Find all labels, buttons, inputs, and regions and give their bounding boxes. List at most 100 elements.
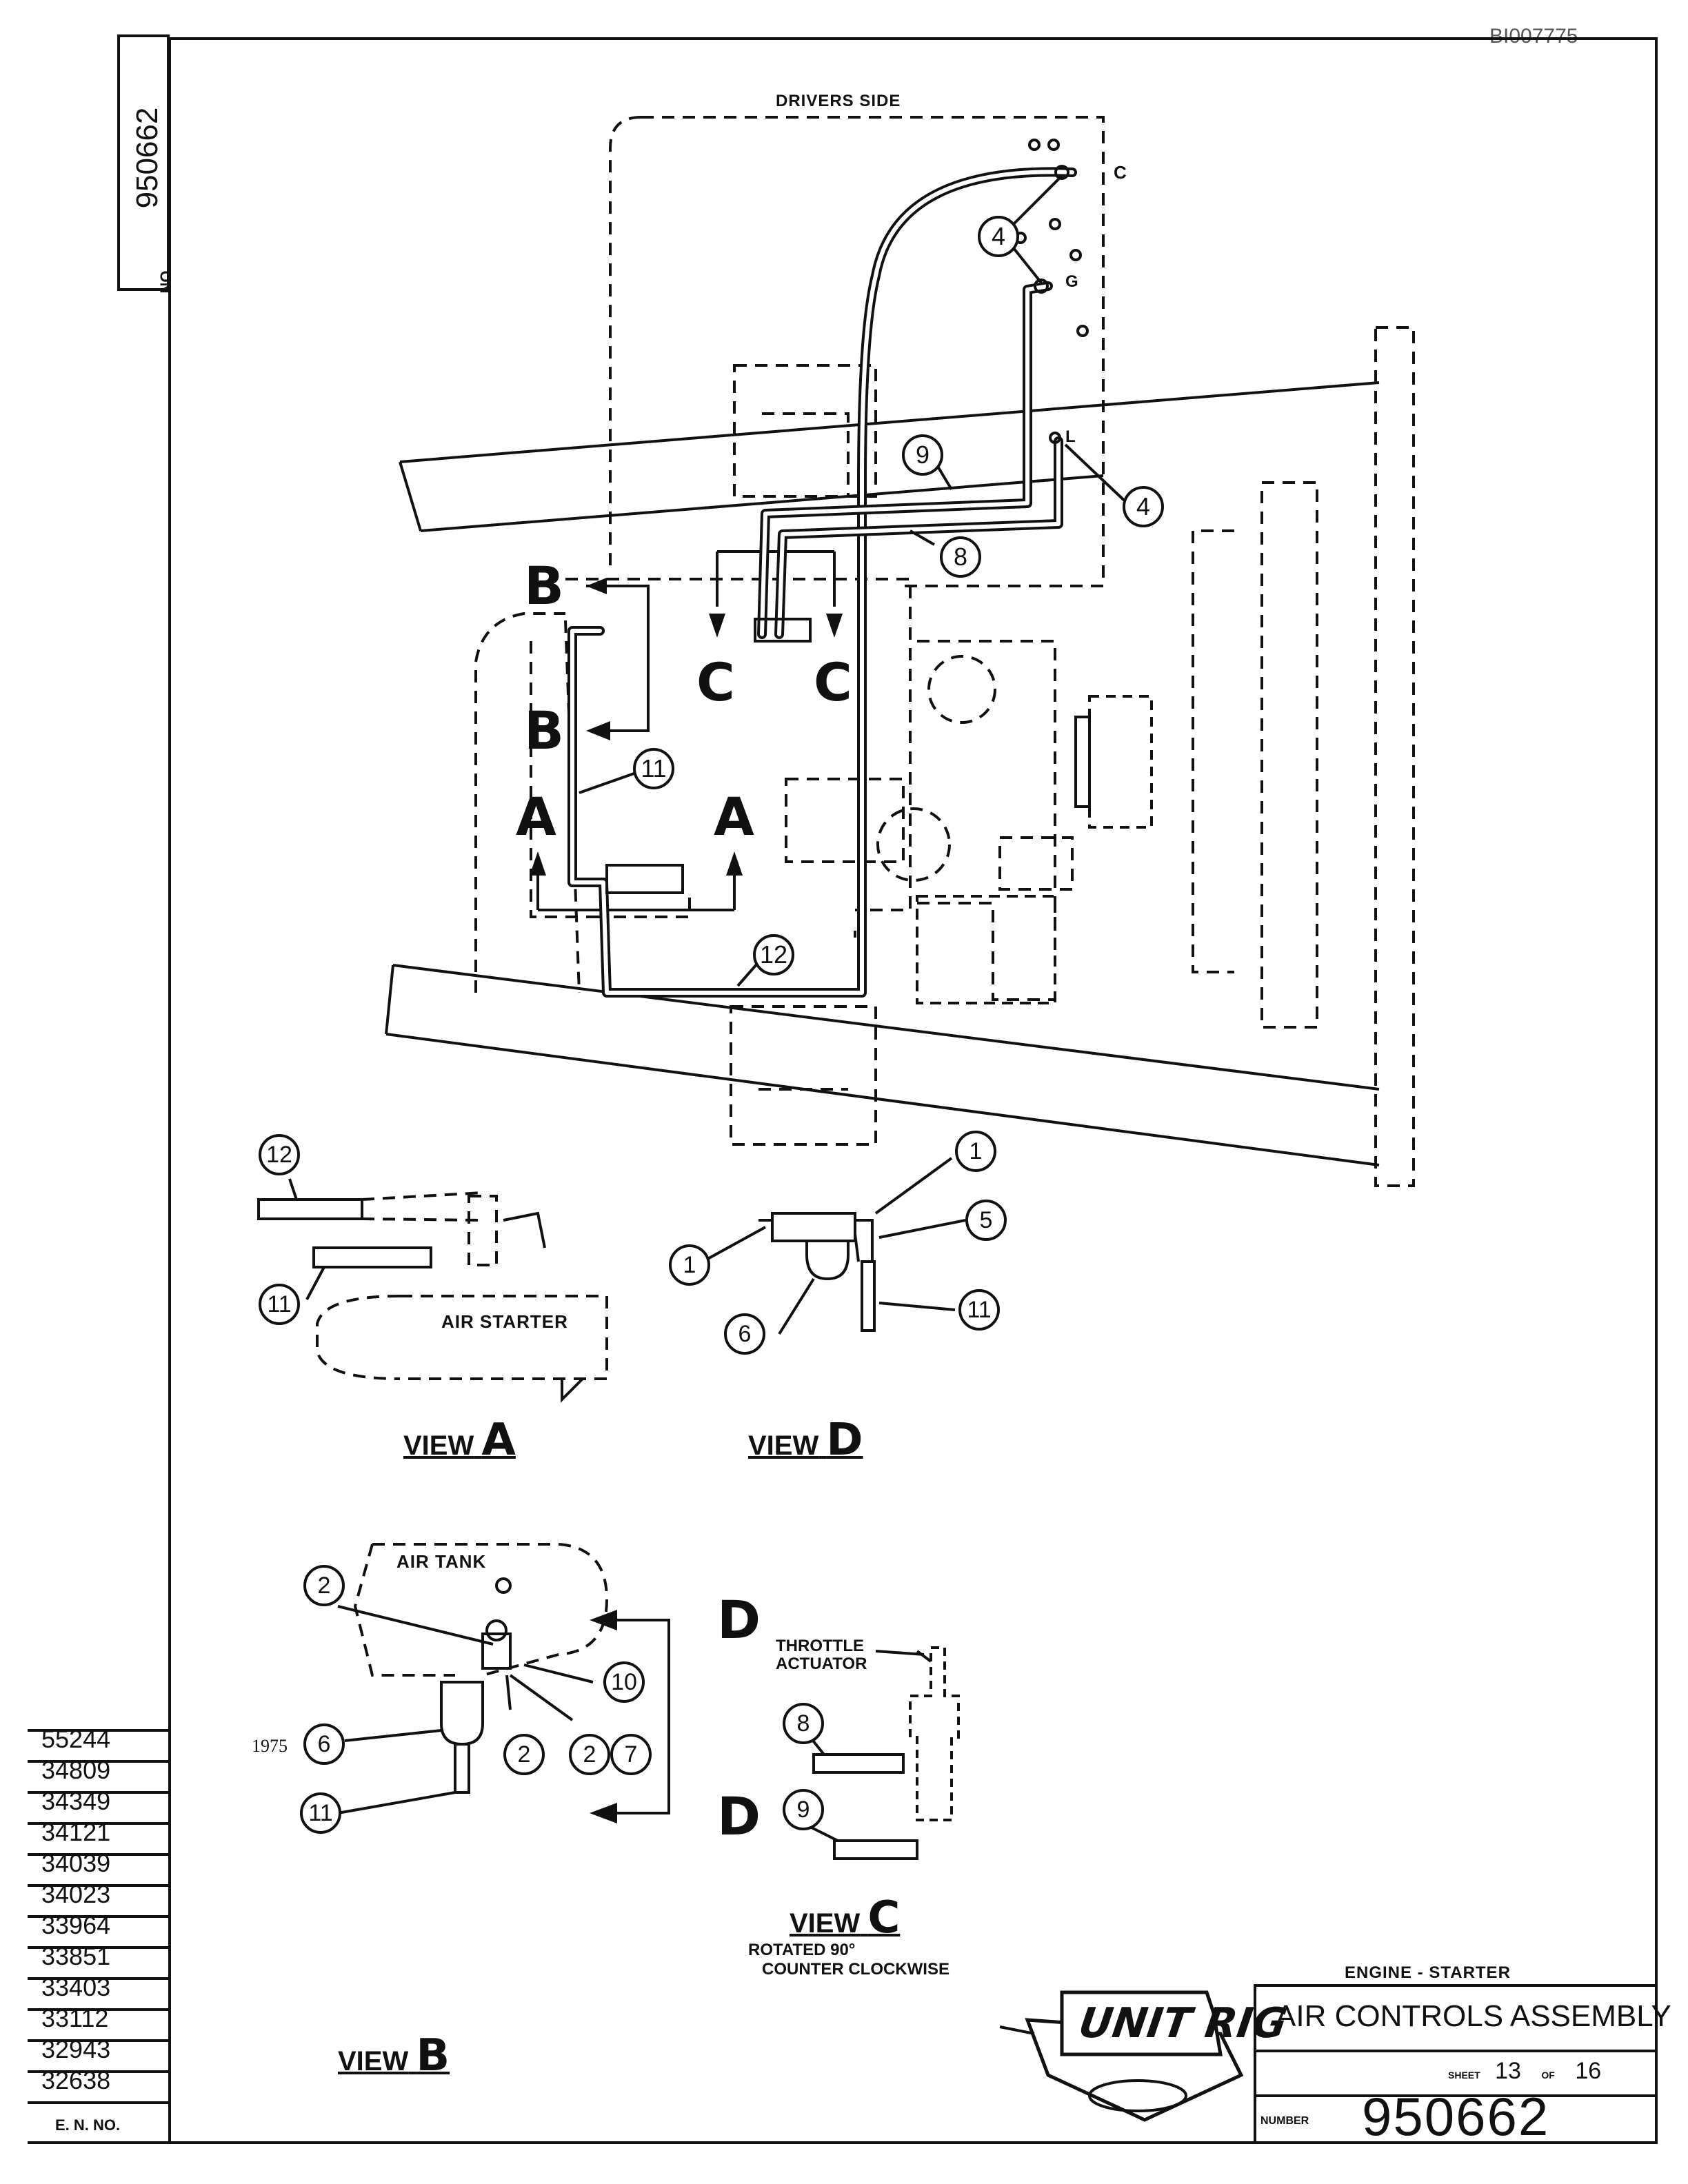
ecn-number: 34809 <box>41 1756 111 1784</box>
frame-rail-upper <box>399 381 1380 532</box>
drawing-number: 950662 <box>1362 2086 1550 2147</box>
view-b-callout-6: 6 <box>303 1723 345 1765</box>
view-c-letter: C <box>867 1892 901 1943</box>
view-d-callout-5: 5 <box>965 1200 1007 1241</box>
view-b-callout-7: 7 <box>610 1734 652 1775</box>
view-a-letter: A <box>481 1415 516 1466</box>
view-a-notch <box>561 1377 584 1403</box>
view-c-actuator <box>909 1646 960 1821</box>
view-b-callout-2-right: 2 <box>569 1734 610 1775</box>
view-a-hose-12 <box>257 1198 363 1220</box>
view-b-year-note: 1975 <box>252 1736 288 1756</box>
engine-block <box>565 578 1056 1001</box>
view-b-arrow-top <box>590 1610 617 1630</box>
section-letter-c-left: C <box>696 651 735 713</box>
pulley-upper <box>927 655 996 724</box>
view-b-section-d <box>593 1619 670 1814</box>
view-b-drain <box>454 1743 470 1794</box>
sheet-border <box>168 37 1658 2144</box>
arrow-c-right <box>826 614 843 638</box>
sheet-number: 13 <box>1495 2058 1521 2084</box>
arrow-a-right <box>726 851 743 876</box>
view-b-callout-10: 10 <box>603 1661 645 1703</box>
pulley-lower <box>876 807 951 882</box>
callout-12-main: 12 <box>753 934 794 975</box>
ecn-number: 32638 <box>41 2066 111 2094</box>
section-letter-a-left: A <box>516 786 556 847</box>
view-c-hose-9 <box>833 1839 918 1860</box>
starter-body <box>564 620 691 993</box>
view-c-throttle-leader <box>875 1650 925 1656</box>
cab-outline <box>609 116 1105 587</box>
view-d-elbow <box>854 1219 874 1262</box>
arrow-a-left <box>530 851 546 876</box>
view-d-hose-11 <box>861 1260 876 1332</box>
port-holes <box>1014 139 1089 444</box>
callout-8: 8 <box>940 536 981 578</box>
view-c-note-line1: ROTATED 90° <box>748 1941 856 1959</box>
starter-housing <box>474 612 593 993</box>
view-b-callout-11: 11 <box>300 1792 341 1834</box>
view-c-throttle-label: THROTTLE ACTUATOR <box>776 1637 867 1673</box>
logo-text: UNIT RIG <box>1076 1999 1290 2048</box>
view-b-tank <box>353 1543 609 1677</box>
view-b-valve-cap <box>485 1619 508 1641</box>
view-d-callout-11: 11 <box>958 1289 1000 1331</box>
section-letter-c-right: C <box>814 651 852 713</box>
cab-mount-lower <box>730 1005 877 1146</box>
hose-9-inner <box>570 170 1074 995</box>
view-a-hose-12-end <box>361 1191 483 1222</box>
ecn-number: 34039 <box>41 1849 111 1877</box>
view-a-callout-12: 12 <box>259 1134 300 1175</box>
port-label-c: C <box>1114 162 1127 183</box>
view-a-callout-11: 11 <box>259 1284 300 1325</box>
view-c-note-line2: COUNTER CLOCKWISE <box>762 1960 950 1979</box>
callout-9: 9 <box>902 434 943 476</box>
view-a-air-starter: AIR STARTER <box>441 1311 568 1332</box>
title-block <box>1254 1984 1658 2144</box>
number-label: NUMBER <box>1260 2115 1309 2127</box>
view-b-leaders <box>337 1605 594 1814</box>
cross-member <box>1374 326 1415 1187</box>
section-letter-b-top: B <box>524 555 564 616</box>
ecn-number: 55244 <box>41 1725 111 1753</box>
view-c-throttle-line1: THROTTLE <box>776 1637 864 1655</box>
view-c-hose-8 <box>812 1753 905 1774</box>
ecn-list: 55244 34809 34349 34121 34039 34023 3396… <box>41 1723 165 2096</box>
section-letter-b-mid: B <box>524 700 564 761</box>
view-d-callout-1-top: 1 <box>955 1131 996 1172</box>
frame-rail-lower <box>385 964 1380 1166</box>
view-b-callout-2-mid: 2 <box>503 1734 545 1775</box>
leaders-main <box>579 174 1132 987</box>
callout-4-top: 4 <box>978 216 1019 257</box>
section-line-a <box>536 862 736 911</box>
cab-mount-upper <box>733 364 877 498</box>
logo-wing-left <box>999 2025 1035 2035</box>
view-c-leaders <box>809 1650 932 1842</box>
view-c-throttle-line2: ACTUATOR <box>776 1655 867 1673</box>
view-d-leaders <box>696 1157 966 1335</box>
section-letter-d-top: D <box>717 1589 761 1650</box>
view-d-tee <box>758 1212 856 1242</box>
view-b-tank-plug <box>495 1577 512 1594</box>
arrow-b-mid <box>586 721 610 740</box>
ecn-table <box>28 1729 170 2144</box>
section-letter-a-right: A <box>714 786 754 847</box>
view-b-label: VIEW <box>338 2046 409 2076</box>
ecn-number: 32943 <box>41 2035 111 2063</box>
starter-box <box>998 836 1074 891</box>
view-c-callout-9: 9 <box>783 1789 824 1830</box>
title-sheet-row: SHEET 13 OF 16 <box>1448 2058 1601 2085</box>
section-line-c <box>716 550 836 607</box>
ecn-number: 34023 <box>41 1880 111 1908</box>
view-a-leaders <box>288 1178 325 1300</box>
title-category: ENGINE - STARTER <box>1345 1963 1511 1982</box>
view-b-arrow-bot <box>590 1803 617 1823</box>
radiator-frame <box>1192 529 1234 973</box>
ecn-number: 33403 <box>41 1973 111 2001</box>
radiator-core <box>1260 481 1318 1029</box>
view-d-letter: D <box>826 1415 863 1466</box>
of-label: OF <box>1541 2070 1555 2081</box>
ecn-number: 34121 <box>41 1818 111 1846</box>
